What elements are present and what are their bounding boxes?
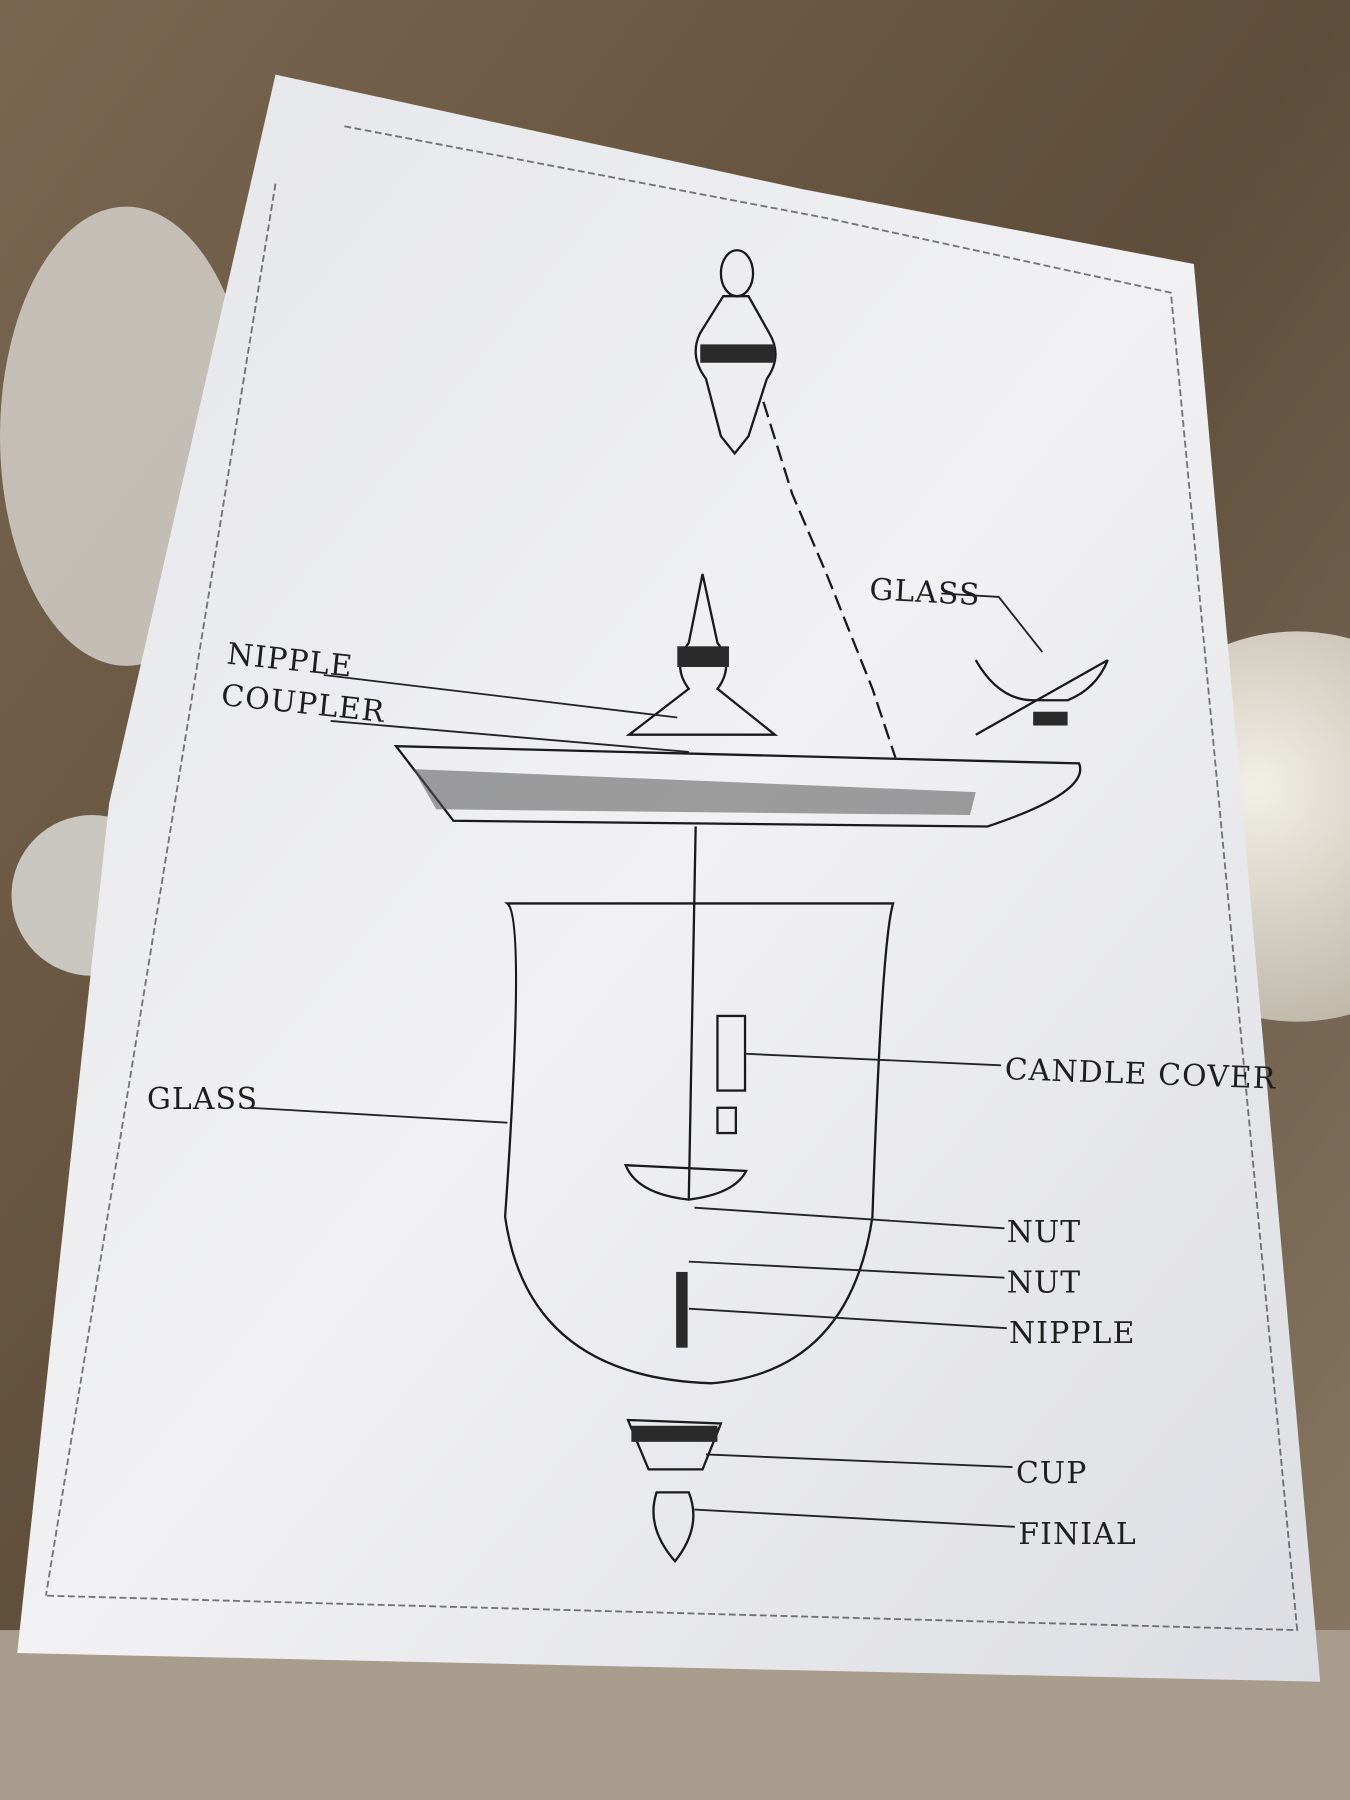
lamp-drawing [393,249,1109,1564]
instruction-paper [17,74,1321,1682]
label-glass-top: GLASS [869,572,982,613]
leader-lines [250,592,1044,1528]
label-nipple-bottom: NIPPLE [1009,1316,1136,1351]
label-nut-1: NUT [1007,1215,1082,1250]
label-nut-2: NUT [1007,1266,1082,1301]
label-cup: CUP [1016,1456,1087,1491]
paper-border [45,125,1299,1632]
label-finial: FINIAL [1018,1517,1137,1552]
label-glass-main: GLASS [147,1082,258,1117]
